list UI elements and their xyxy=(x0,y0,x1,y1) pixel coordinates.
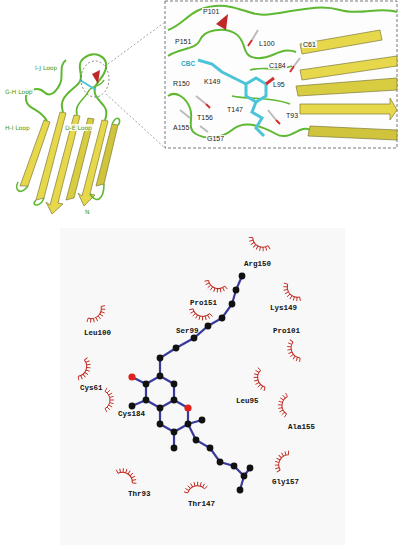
residue-label: Pro151 xyxy=(190,299,217,307)
residue-label: R150 xyxy=(172,80,191,87)
ligand-atoms xyxy=(128,273,253,494)
protein-ribbon xyxy=(17,22,165,214)
residue-label: Leu100 xyxy=(84,329,111,337)
residue-label: C61 xyxy=(302,41,317,48)
residue-label: Thr93 xyxy=(128,490,151,498)
residue-label: L100 xyxy=(258,40,276,47)
residue-label: Leu95 xyxy=(236,397,259,405)
loop-label: I-J Loop xyxy=(34,64,58,71)
ligplot-panel xyxy=(60,228,345,545)
loop-label: G-H Loop xyxy=(4,88,34,95)
residue-label: Ser99 xyxy=(176,327,199,335)
residue-label: A155 xyxy=(172,124,190,131)
residue-label: Pro101 xyxy=(273,327,300,335)
residue-label: Ala155 xyxy=(288,423,315,431)
residue-label: P101 xyxy=(202,8,220,15)
residue-label: Lys149 xyxy=(270,304,297,312)
loop-label: D-E Loop xyxy=(64,124,93,131)
residue-label: Cys61 xyxy=(80,384,103,392)
residue-label: P151 xyxy=(174,38,192,45)
residue-label: Cys184 xyxy=(118,410,145,418)
ligand-bonds xyxy=(132,276,250,490)
residue-label: G157 xyxy=(206,135,225,142)
loop-label: N xyxy=(84,208,91,215)
residue-label: Arg150 xyxy=(244,260,271,268)
residue-label: C184 xyxy=(268,62,287,69)
binding-site-inset xyxy=(165,1,397,148)
hydrophobic-contacts xyxy=(77,236,302,494)
residue-label: T147 xyxy=(226,106,244,113)
residue-label: K149 xyxy=(203,78,221,85)
residue-label: Gly157 xyxy=(272,478,299,486)
ligand-label: CBC xyxy=(180,60,196,67)
residue-label: Thr147 xyxy=(188,500,215,508)
loop-label: H-I Loop xyxy=(4,124,31,131)
residue-label: T156 xyxy=(196,114,214,121)
residue-label: L95 xyxy=(272,81,286,88)
residue-label: T93 xyxy=(285,112,299,119)
